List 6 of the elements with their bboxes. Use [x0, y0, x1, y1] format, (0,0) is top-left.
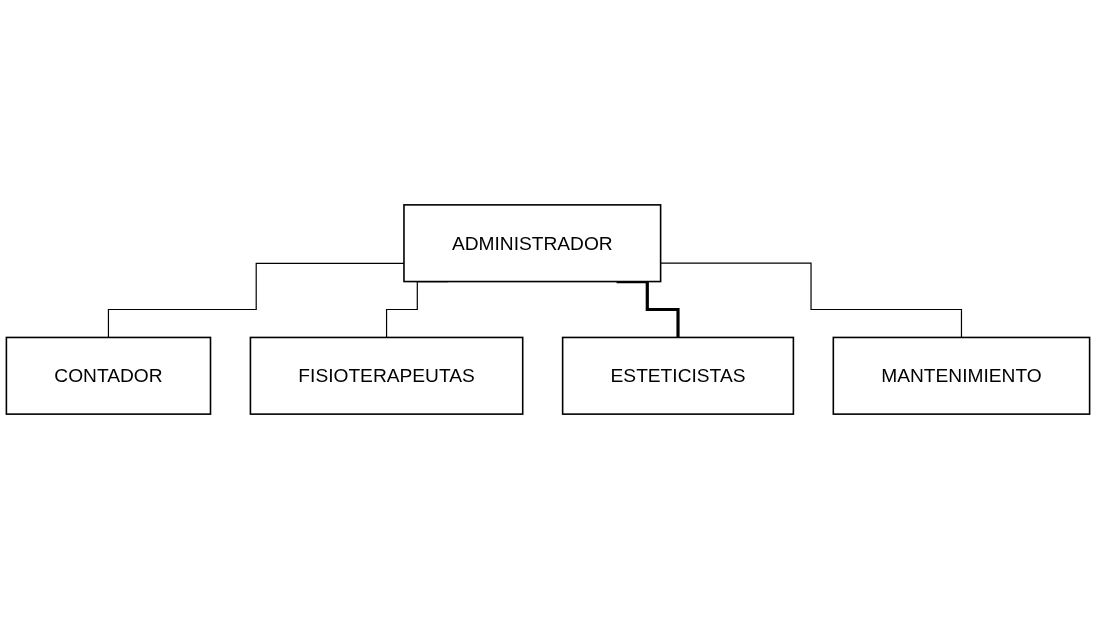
node-box: ADMINISTRADOR	[403, 204, 662, 283]
node-box: ESTETICISTAS	[561, 336, 795, 415]
node-box: CONTADOR	[5, 336, 212, 415]
node-box: FISIOTERAPEUTAS	[249, 336, 524, 415]
node-box: MANTENIMIENTO	[832, 336, 1091, 415]
connector	[660, 262, 963, 339]
